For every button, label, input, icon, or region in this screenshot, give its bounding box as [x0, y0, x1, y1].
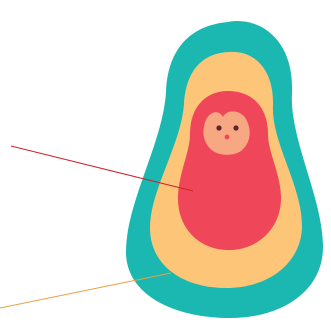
doll-mouth	[225, 135, 230, 140]
doll-face	[203, 111, 249, 154]
doll-left-eye	[216, 125, 221, 130]
doll-right-eye	[233, 125, 238, 130]
